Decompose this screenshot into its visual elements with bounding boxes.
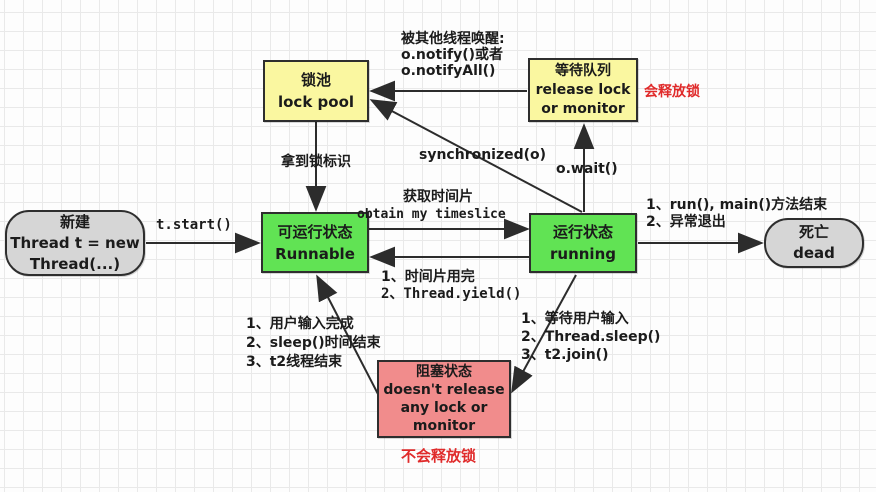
label-yield: 1、时间片用完 2、Thread.yield() (381, 269, 521, 303)
node-line: 阻塞状态 (416, 364, 472, 380)
node-line: dead (793, 244, 835, 262)
node-line: 运行状态 (552, 223, 613, 241)
label-line: 1、等待用户输入 (521, 311, 629, 327)
label-got-lock: 拿到锁标识 (281, 154, 351, 170)
node-line: lock pool (277, 93, 355, 111)
label-to-dead: 1、run(), main()方法结束 2、异常退出 (646, 197, 827, 231)
node-running: 运行状态 running (529, 213, 637, 273)
label-releases-lock: 会释放锁 (644, 84, 700, 100)
node-line: release lock (535, 81, 631, 98)
label-line: 被其他线程唤醒: (401, 31, 505, 47)
node-line: Thread t = new (10, 233, 140, 252)
label-line: 3、t2线程结束 (246, 354, 343, 370)
label-line: 3、t2.join() (521, 347, 609, 363)
label-to-blocked: 1、等待用户输入 2、Thread.sleep() 3、t2.join() (521, 310, 660, 364)
label-line: o.notify()或者 (401, 47, 504, 63)
node-line: 死亡 (798, 223, 829, 241)
label-line: 1、run(), main()方法结束 (646, 197, 828, 213)
label-line: o.notifyAll() (401, 63, 496, 79)
node-line: running (550, 245, 616, 263)
label-o-wait: o.wait() (556, 161, 618, 177)
node-line: 锁池 (300, 71, 331, 89)
label-no-release-lock: 不会释放锁 (401, 447, 477, 465)
label-timeslice-cn: 获取时间片 (403, 189, 473, 205)
node-line: monitor (412, 418, 476, 434)
label-timeslice-en: obtain my timeslice (357, 207, 506, 222)
label-line: 2、异常退出 (646, 214, 726, 230)
node-line: 可运行状态 (277, 222, 353, 241)
node-line: any lock or (400, 400, 488, 416)
node-line: 新建 (59, 212, 90, 231)
node-dead: 死亡 dead (764, 218, 864, 268)
node-runnable: 可运行状态 Runnable (261, 212, 369, 273)
label-t-start: t.start() (156, 217, 232, 233)
node-line: or monitor (541, 100, 625, 117)
label-from-blocked: 1、用户输入完成 2、sleep()时间结束 3、t2线程结束 (246, 315, 381, 372)
node-new-state: 新建 Thread t = new Thread(...) (5, 210, 145, 276)
label-synchronized: synchronized(o) (419, 147, 547, 163)
node-wait-queue: 等待队列 release lock or monitor (528, 58, 638, 122)
node-blocked: 阻塞状态 doesn't release any lock or monitor (377, 360, 511, 438)
node-line: 等待队列 (555, 62, 611, 79)
label-line: 2、Thread.sleep() (521, 329, 661, 345)
node-line: doesn't release (383, 382, 505, 398)
node-line: Runnable (275, 244, 355, 263)
node-line: Thread(...) (29, 254, 121, 273)
label-line: 2、Thread.yield() (381, 286, 522, 302)
label-awakened: 被其他线程唤醒: o.notify()或者 o.notifyAll() (401, 31, 505, 79)
label-line: 2、sleep()时间结束 (246, 335, 381, 351)
node-lock-pool: 锁池 lock pool (263, 60, 369, 122)
label-line: 1、时间片用完 (381, 269, 475, 285)
label-line: 1、用户输入完成 (246, 316, 354, 332)
